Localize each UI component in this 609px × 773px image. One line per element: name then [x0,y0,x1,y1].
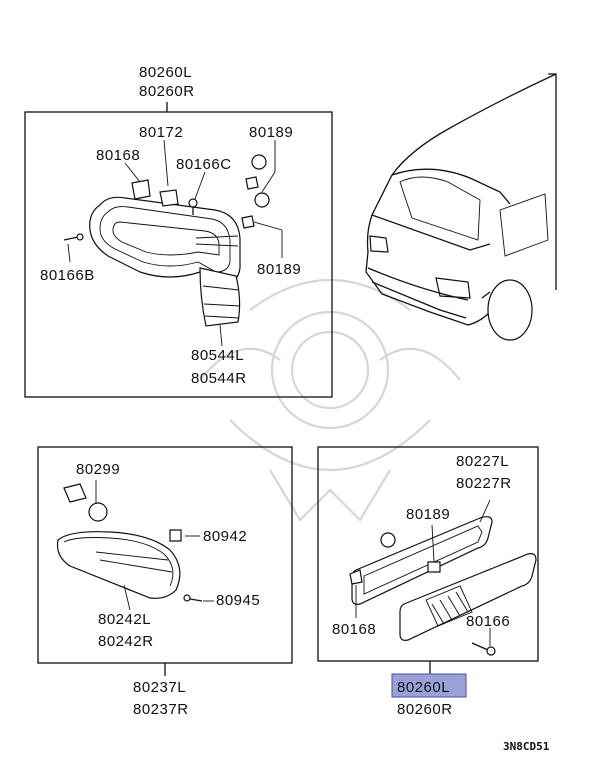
right-group-frame [317,446,539,662]
label-80942[interactable]: 80942 [203,528,247,545]
screw-80166c-part[interactable] [188,198,198,215]
fog-lamp-80242-part[interactable] [56,531,181,599]
right-assembly-group: 80227L 80227R 80189 80168 80166 80260L 8… [317,446,539,718]
label-80945[interactable]: 80945 [216,592,260,609]
clip-80168-part[interactable] [131,179,151,200]
left-assembly-label-right[interactable]: 80237R [133,701,189,718]
label-80189-side[interactable]: 80189 [257,261,301,278]
label-80227r[interactable]: 80227R [456,475,512,492]
side-marker-lamp-part[interactable] [399,553,537,641]
figure-code: 3N8CD51 [503,740,550,753]
grommet-80189-top-part[interactable] [245,154,270,208]
watermark-emblem [199,278,461,522]
clip-80168-right-part[interactable] [349,569,363,585]
right-assembly-label-left[interactable]: 80260L [397,679,450,696]
label-80168-right[interactable]: 80168 [332,621,376,638]
label-80189-top[interactable]: 80189 [249,124,293,141]
top-assembly-group: 80260L 80260R [24,64,333,398]
leader-80242 [123,584,131,611]
screw-80945-part[interactable] [183,594,203,602]
highlight-box [391,673,467,698]
label-80166c[interactable]: 80166C [176,156,232,173]
vehicle-illustration [365,73,557,341]
label-80166b[interactable]: 80166B [40,267,95,284]
bulb-80299-part[interactable] [63,483,108,522]
left-assembly-label-left[interactable]: 80237L [133,679,186,696]
top-leaders [67,139,283,347]
clip-80189-side-part[interactable] [241,215,255,229]
leader-80227 [479,499,491,523]
top-group-frame [24,111,333,398]
nut-80172-part[interactable] [159,189,179,207]
corner-lamp-housing[interactable] [89,196,241,285]
label-80227l[interactable]: 80227L [456,453,509,470]
label-80172[interactable]: 80172 [139,124,183,141]
label-80189-right[interactable]: 80189 [406,506,450,523]
top-assembly-label-right[interactable]: 80260R [139,83,195,100]
left-assembly-group: 80299 80942 80945 80242L 80242R 80237L 8… [37,446,293,718]
grommet-80189-right-part[interactable] [380,532,441,573]
label-80168-top[interactable]: 80168 [96,147,140,164]
label-80166-right[interactable]: 80166 [466,613,510,630]
label-80544l[interactable]: 80544L [191,347,244,364]
screw-80166b-part[interactable] [63,233,84,241]
top-assembly-label-left[interactable]: 80260L [139,64,192,81]
screw-80166-right-part[interactable] [471,642,496,656]
label-80242r[interactable]: 80242R [98,633,154,650]
label-80544r[interactable]: 80544R [191,370,247,387]
label-80299[interactable]: 80299 [76,461,120,478]
right-assembly-label-right[interactable]: 80260R [397,701,453,718]
label-80242l[interactable]: 80242L [98,611,151,628]
clip-80942-part[interactable] [169,529,182,542]
side-lens-part[interactable] [199,267,241,327]
leader-80189-right [431,524,435,563]
